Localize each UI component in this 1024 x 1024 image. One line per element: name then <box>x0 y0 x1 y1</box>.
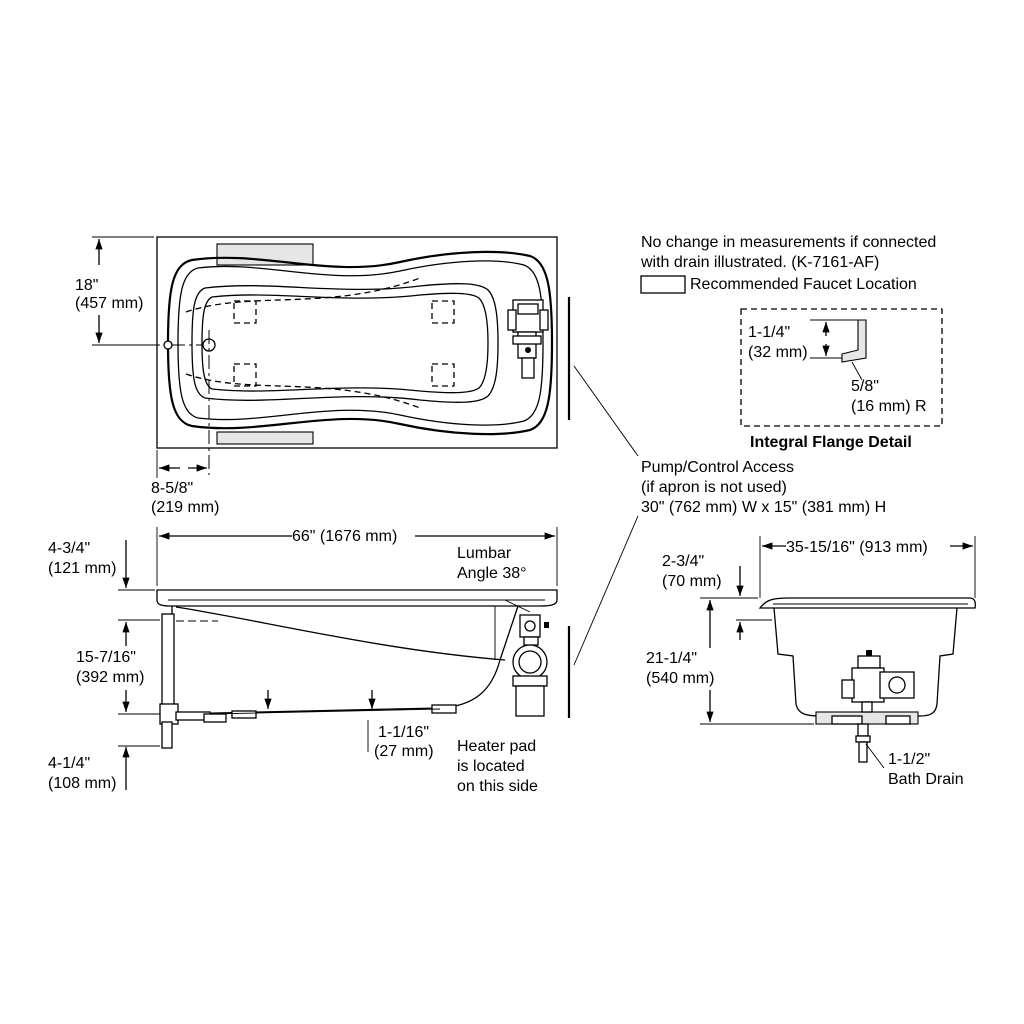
top-view <box>92 236 571 478</box>
side-base-mm: (27 mm) <box>374 743 434 760</box>
dim-18-mm: (457 mm) <box>75 295 143 312</box>
tub-rim-inner <box>177 260 544 426</box>
end-drain-label-1: 1-1/2" <box>888 751 930 768</box>
faucet-legend-swatch <box>640 275 686 294</box>
side-drain-in: 4-1/4" <box>48 755 90 772</box>
side-view <box>118 527 571 790</box>
side-length-dim: 66" (1676 mm) <box>292 528 397 545</box>
jet-lower-left <box>233 363 257 387</box>
pump-access-line-2: (if apron is not used) <box>641 479 787 496</box>
dim-18-in: 18" <box>75 277 98 294</box>
pump-assembly-end <box>841 650 915 713</box>
heater-label-2: is located <box>457 758 525 775</box>
note-line-2: with drain illustrated. (K-7161-AF) <box>640 254 879 271</box>
pump-assembly-top <box>507 299 549 379</box>
tub-basin-outer <box>191 283 499 403</box>
side-drain-mm: (108 mm) <box>48 775 116 792</box>
pump-assembly-side <box>512 614 549 717</box>
bath-drain-leader <box>865 743 885 769</box>
overflow-pipe <box>161 613 175 711</box>
overflow-circle <box>163 340 173 350</box>
lumbar-leader <box>504 599 531 613</box>
side-depth-mm: (392 mm) <box>76 669 144 686</box>
side-depth-in: 15-7/16" <box>76 649 136 666</box>
lumbar-incline <box>175 606 506 661</box>
note-line-1: No change in measurements if connected <box>641 234 936 251</box>
jet-lower-right <box>431 363 455 387</box>
pump-access-leader-bottom <box>573 515 639 666</box>
flange-detail-title: Integral Flange Detail <box>750 434 912 451</box>
lumbar-label-2: Angle 38° <box>457 565 527 582</box>
flange-height-mm: (32 mm) <box>748 344 808 361</box>
tub-basin-inner <box>201 292 489 394</box>
flange-detail-frame <box>740 308 943 427</box>
side-tub-body <box>171 605 519 715</box>
faucet-deck-top <box>216 243 314 266</box>
top-view-outline <box>156 236 558 449</box>
end-width-dim: 35-15/16" (913 mm) <box>786 539 928 556</box>
flange-detail <box>740 308 943 427</box>
drain-pipe <box>161 721 173 749</box>
side-rim-mm: (121 mm) <box>48 560 116 577</box>
dim-858-mm: (219 mm) <box>151 499 219 516</box>
flange-height-in: 1-1/4" <box>748 324 790 341</box>
lumbar-label-1: Lumbar <box>457 545 512 562</box>
flange-radius-mm: (16 mm) R <box>851 398 927 415</box>
pump-access-line-3: 30" (762 mm) W x 15" (381 mm) H <box>641 499 886 516</box>
contour-upper <box>185 277 421 313</box>
jet-upper-left <box>233 300 257 324</box>
tub-rim-outer <box>166 250 554 436</box>
heater-label-1: Heater pad <box>457 738 536 755</box>
side-rim-in: 4-3/4" <box>48 540 90 557</box>
side-base-in: 1-1/16" <box>378 724 429 741</box>
end-rim-mm: (70 mm) <box>662 573 722 590</box>
faucet-legend-label: Recommended Faucet Location <box>690 276 917 293</box>
end-rim <box>758 597 976 609</box>
end-height-in: 21-1/4" <box>646 650 697 667</box>
flange-radius-in: 5/8" <box>851 378 879 395</box>
end-height-mm: (540 mm) <box>646 670 714 687</box>
end-bath-drain <box>858 741 868 763</box>
side-rim-deck <box>156 589 558 607</box>
dim-858-in: 8-5/8" <box>151 480 193 497</box>
faucet-deck-bottom <box>216 431 314 445</box>
heater-label-3: on this side <box>457 778 538 795</box>
end-rim-in: 2-3/4" <box>662 553 704 570</box>
pump-access-line-1: Pump/Control Access <box>641 459 794 476</box>
pump-access-leader-top <box>573 365 639 457</box>
end-drain-label-2: Bath Drain <box>888 771 964 788</box>
jet-upper-right <box>431 300 455 324</box>
contour-lower <box>185 373 421 409</box>
flange-profile <box>841 319 867 363</box>
end-view <box>700 536 976 769</box>
